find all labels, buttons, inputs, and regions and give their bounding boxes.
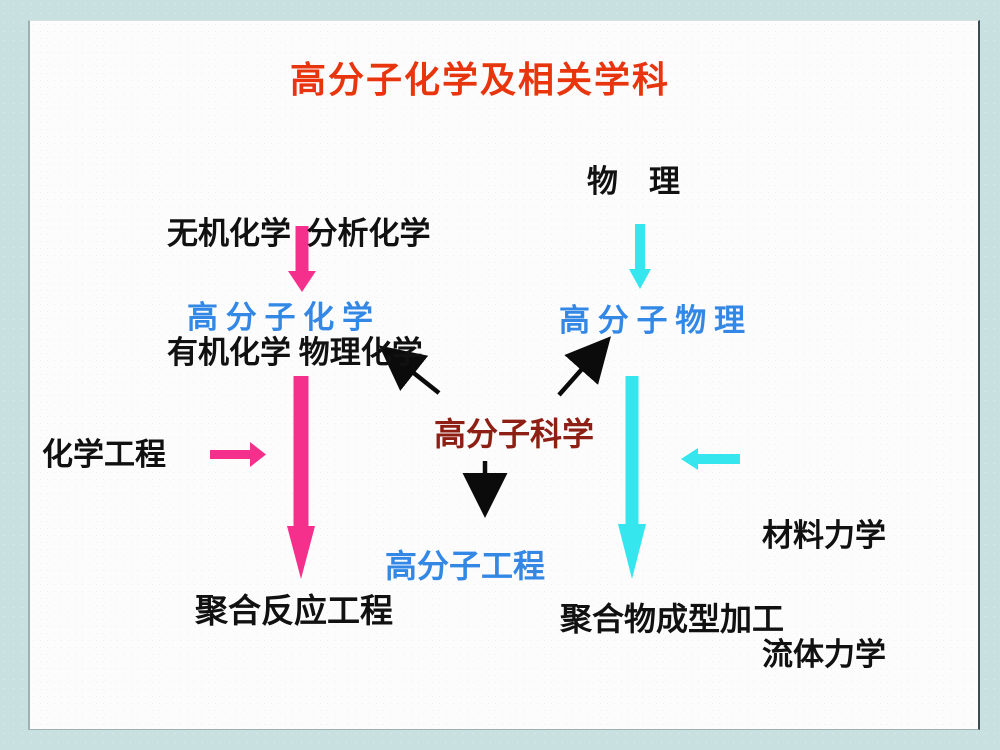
node-polymer-chemistry: 高 分 子 化 学 <box>187 300 373 335</box>
node-physics: 物 理 <box>587 164 680 199</box>
basic-chemistry-line2: 有机化学 物理化学 <box>167 335 423 371</box>
mechanics-line2: 流体力学 <box>762 637 886 673</box>
node-chemical-engineering: 化学工程 <box>42 437 166 472</box>
arrow-physics-to-polymer-physics <box>629 224 651 289</box>
node-basic-chemistry: 无机化学 分析化学 有机化学 物理化学 <box>167 135 431 452</box>
arrow-polymer-science-to-polymer-physics <box>557 336 611 397</box>
presentation-slide: 高分子化学及相关学科 无机化学 分析化学 有机化学 物理化学 物 理 高 分 子… <box>28 20 980 730</box>
arrow-mechanics-inflow <box>681 448 740 470</box>
node-polymer-molding-processing: 聚合物成型加工 <box>560 601 785 637</box>
node-polymer-physics: 高 分 子 物 理 <box>559 303 745 338</box>
node-mechanics: 材料力学 流体力学 <box>762 437 886 750</box>
node-polymerization-reaction-engineering: 聚合反应工程 <box>195 594 393 630</box>
arrow-polymer-physics-to-molding-processing <box>618 376 646 579</box>
basic-chemistry-line1: 无机化学 分析化学 <box>167 216 431 252</box>
node-polymer-science: 高分子科学 <box>434 416 595 452</box>
node-polymer-engineering: 高分子工程 <box>385 548 546 584</box>
slide-title: 高分子化学及相关学科 <box>289 60 670 100</box>
mechanics-line1: 材料力学 <box>762 518 886 554</box>
